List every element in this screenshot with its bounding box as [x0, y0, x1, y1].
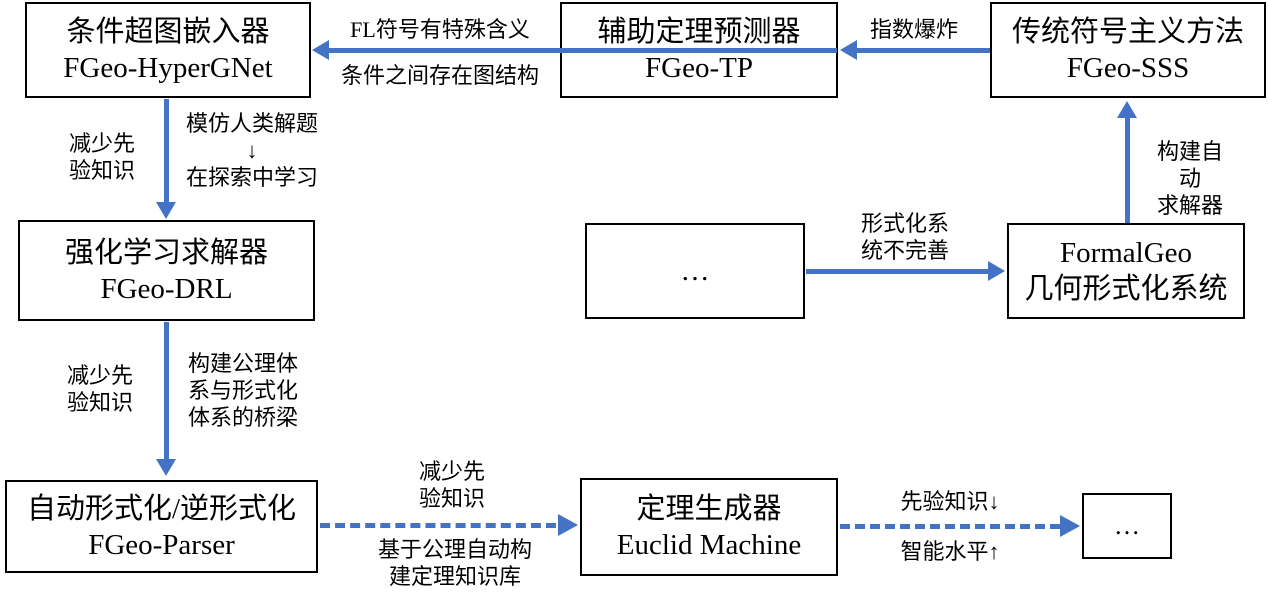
node-subtitle: FGeo-SSS: [1066, 52, 1190, 84]
node-ellipsis-end: …: [1082, 493, 1172, 559]
node-title: FormalGeo: [1059, 237, 1193, 269]
node-subtitle: Euclid Machine: [616, 529, 802, 561]
arrow-drl-to-parser: [164, 322, 169, 460]
edge-label: 条件之间存在图结构: [340, 63, 540, 88]
arrow-parser-to-euclid: [320, 523, 556, 528]
edge-label: 模仿人类解题 ↓ 在探索中学习: [185, 111, 319, 190]
edge-label: 先验知识↓: [900, 489, 1000, 514]
node-subtitle: 几何形式化系统: [1024, 273, 1228, 305]
edge-label: 智能水平↑: [900, 539, 1000, 564]
arrowhead-down-icon: [156, 459, 176, 476]
arrow-dots-to-formalgeo: [806, 269, 988, 274]
node-subtitle: FGeo-Parser: [88, 528, 235, 561]
node-fgeo-drl: 强化学习求解器 FGeo-DRL: [18, 220, 315, 321]
node-title: 自动形式化/逆形式化: [26, 492, 297, 525]
node-fgeo-sss: 传统符号主义方法 FGeo-SSS: [990, 2, 1266, 98]
node-title: 定理生成器: [636, 493, 782, 525]
node-subtitle: FGeo-HyperGNet: [63, 52, 273, 84]
arrow-hypergnet-to-drl: [164, 99, 169, 203]
edge-label: 指数爆炸: [869, 17, 959, 42]
edge-label: 减少先 验知识: [418, 459, 486, 511]
arrowhead-left-icon: [312, 40, 329, 60]
node-subtitle: FGeo-TP: [645, 52, 753, 84]
node-title: 传统符号主义方法: [1011, 16, 1244, 48]
arrowhead-left-icon: [840, 40, 857, 60]
node-subtitle: FGeo-DRL: [100, 272, 233, 305]
arrowhead-right-icon: [988, 261, 1005, 281]
edge-label: FL符号有特殊含义: [350, 17, 530, 42]
arrowhead-down-icon: [156, 202, 176, 219]
arrow-tp-to-hypergnet: [329, 48, 837, 53]
arrow-sss-to-tp: [857, 48, 990, 53]
node-euclid-machine: 定理生成器 Euclid Machine: [580, 478, 838, 576]
node-formalgeo: FormalGeo 几何形式化系统: [1007, 223, 1245, 319]
edge-label: 构建自动 求解器: [1156, 139, 1223, 218]
edge-label: 形式化系 统不完善: [860, 211, 950, 263]
node-title: …: [680, 255, 710, 287]
node-fgeo-hypergnet: 条件超图嵌入器 FGeo-HyperGNet: [25, 2, 311, 98]
node-title: 辅助定理预测器: [597, 16, 801, 48]
edge-label: 基于公理自动构 建定理知识库: [377, 537, 533, 589]
edge-label: 减少先 验知识: [66, 363, 134, 415]
arrow-formalgeo-to-sss: [1125, 117, 1130, 223]
node-title: …: [1114, 511, 1140, 540]
edge-label: 减少先 验知识: [68, 131, 136, 183]
node-ellipsis-middle: …: [585, 223, 805, 319]
node-fgeo-parser: 自动形式化/逆形式化 FGeo-Parser: [5, 480, 318, 573]
arrowhead-right-icon: [1060, 515, 1080, 537]
edge-label: 构建公理体 系与形式化 体系的桥梁: [187, 351, 299, 430]
node-title: 强化学习求解器: [64, 236, 268, 269]
arrowhead-right-icon: [558, 514, 578, 536]
arrowhead-up-icon: [1117, 101, 1137, 118]
arrow-euclid-to-dots: [840, 524, 1060, 529]
node-title: 条件超图嵌入器: [66, 16, 270, 48]
